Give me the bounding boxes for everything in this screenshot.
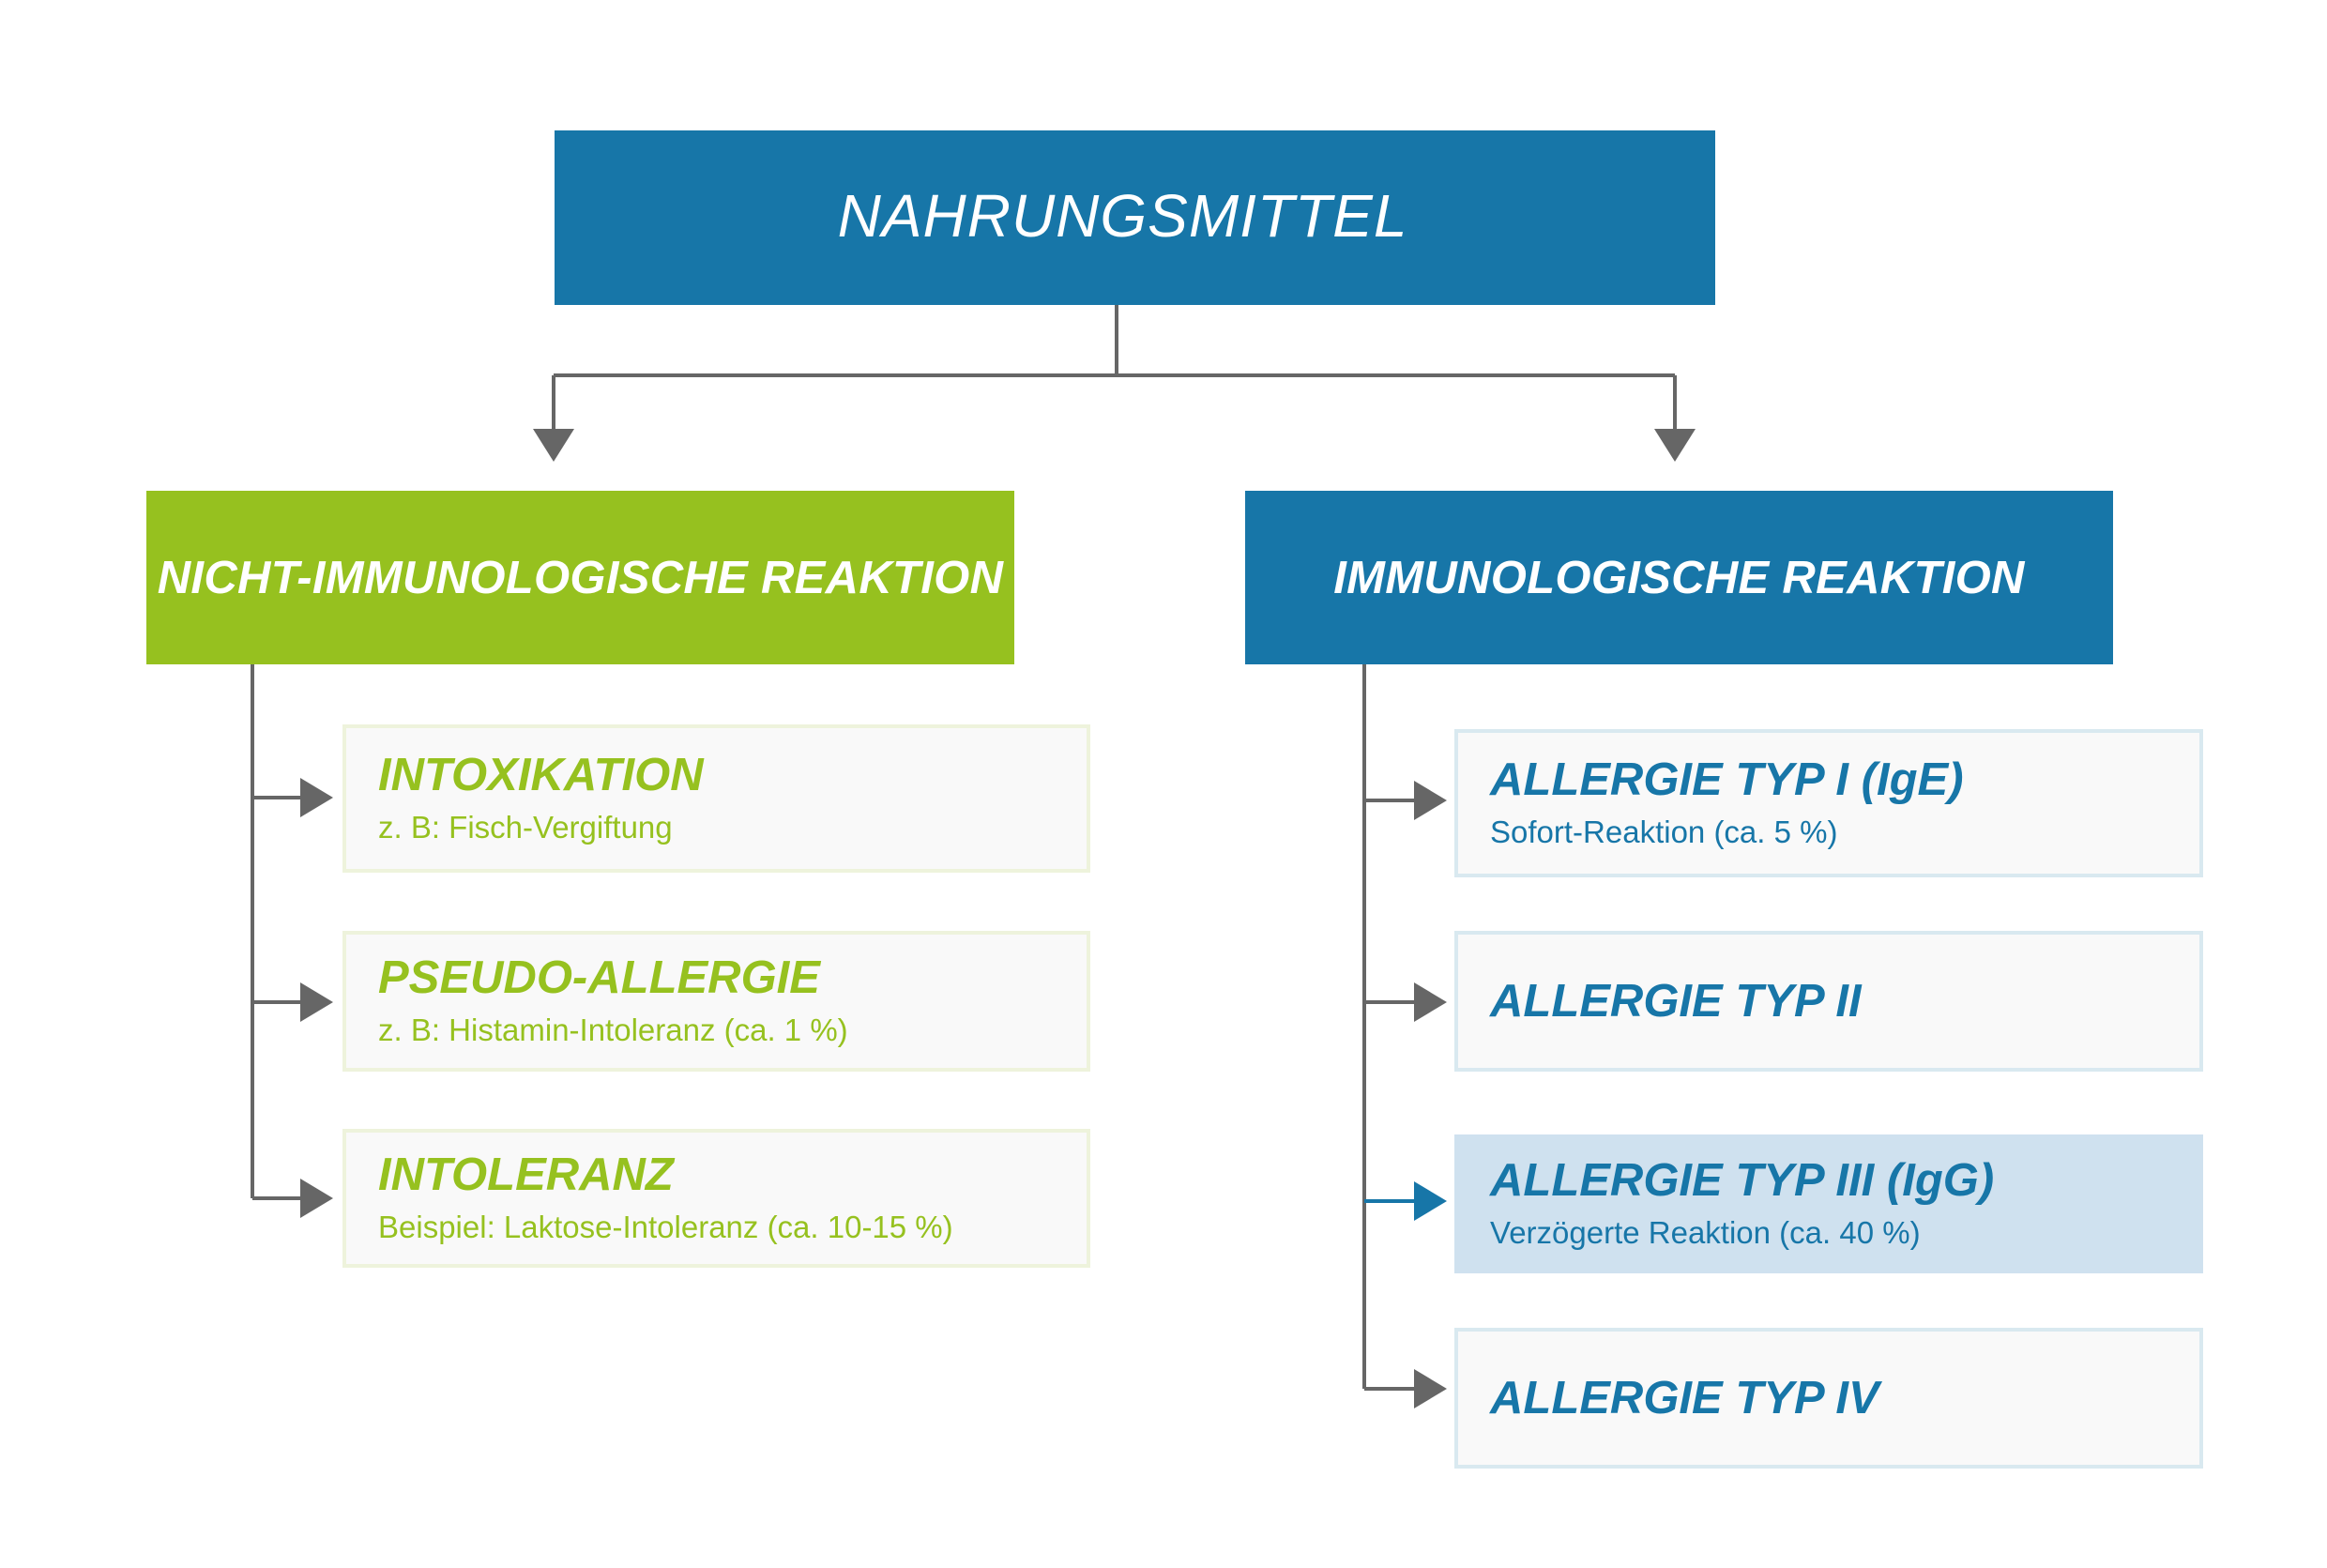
item-allergie-typ-3: ALLERGIE TYP III (IgG) Verzögerte Reakti… (1454, 1134, 2203, 1273)
right-branch-connector (1362, 664, 1417, 1391)
root-label: NAHRUNGSMITTEL (837, 182, 1408, 250)
item-allergie-typ-4: ALLERGIE TYP IV (1454, 1328, 2203, 1469)
item-subtitle: z. B: Histamin-Intoleranz (ca. 1 %) (378, 1012, 848, 1047)
item-subtitle: Sofort-Reaktion (ca. 5 %) (1490, 814, 1838, 849)
item-title: ALLERGIE TYP I (IgE) (1490, 754, 1964, 806)
arrow-intoleranz (300, 1179, 333, 1218)
category-label: IMMUNOLOGISCHE REAKTION (1333, 552, 2025, 603)
item-title: PSEUDO-ALLERGIE (378, 952, 820, 1004)
arrow-to-nicht-immunologisch (533, 429, 574, 462)
arrow-to-immunologisch (1654, 429, 1696, 462)
item-pseudo-allergie: PSEUDO-ALLERGIE z. B: Histamin-Intoleran… (342, 931, 1090, 1072)
item-allergie-typ-1: ALLERGIE TYP I (IgE) Sofort-Reaktion (ca… (1454, 729, 2203, 877)
item-subtitle: Beispiel: Laktose-Intoleranz (ca. 10-15 … (378, 1209, 953, 1244)
item-title: ALLERGIE TYP IV (1490, 1372, 1879, 1423)
arrow-allergie-typ-3 (1414, 1181, 1447, 1221)
arrow-allergie-typ-2 (1414, 982, 1447, 1022)
root-node-nahrungsmittel: NAHRUNGSMITTEL (555, 130, 1715, 305)
item-subtitle: Verzögerte Reaktion (ca. 40 %) (1490, 1214, 1921, 1250)
item-title: INTOXIKATION (378, 750, 704, 801)
item-intoxikation: INTOXIKATION z. B: Fisch-Vergiftung (342, 724, 1090, 873)
category-nicht-immunologisch: NICHT-IMMUNOLOGISCHE REAKTION (146, 491, 1014, 664)
arrow-pseudo-allergie (300, 982, 333, 1022)
item-title: ALLERGIE TYP III (IgG) (1490, 1155, 1995, 1207)
category-label: NICHT-IMMUNOLOGISCHE REAKTION (157, 552, 1004, 603)
item-title: ALLERGIE TYP II (1490, 975, 1862, 1027)
root-connector (552, 305, 1677, 432)
left-branch-connector (251, 664, 302, 1200)
item-allergie-typ-2: ALLERGIE TYP II (1454, 931, 2203, 1072)
arrow-intoxikation (300, 778, 333, 817)
arrow-allergie-typ-1 (1414, 781, 1447, 820)
category-immunologisch: IMMUNOLOGISCHE REAKTION (1245, 491, 2113, 664)
arrow-allergie-typ-4 (1414, 1369, 1447, 1408)
item-subtitle: z. B: Fisch-Vergiftung (378, 809, 673, 845)
item-title: INTOLERANZ (378, 1149, 674, 1201)
item-intoleranz: INTOLERANZ Beispiel: Laktose-Intoleranz … (342, 1129, 1090, 1268)
